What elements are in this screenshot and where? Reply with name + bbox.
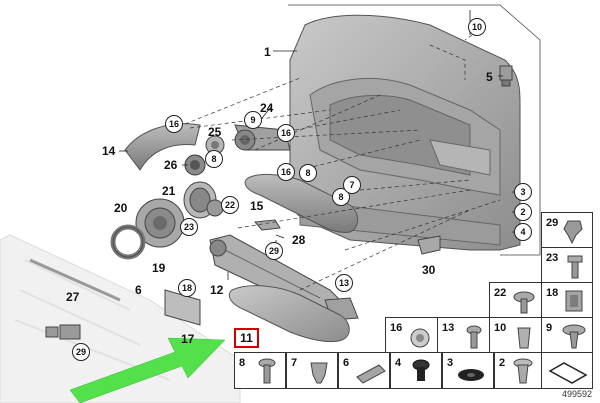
label-part-25: 25 (208, 125, 222, 139)
callout-23: 23 (180, 218, 198, 236)
label-part-17: 17 (181, 332, 195, 346)
part-28-clip (253, 219, 281, 231)
catalog-cell-8[interactable]: 8 (234, 352, 286, 389)
catalog-cell-trim-profile[interactable] (541, 352, 593, 389)
catalog-number: 8 (239, 357, 246, 369)
label-part-14: 14 (102, 144, 116, 158)
diagram-reference-number: 499592 (561, 389, 592, 399)
label-part-12: 12 (210, 283, 224, 297)
callout-7: 7 (343, 176, 361, 194)
label-part-28: 28 (292, 233, 306, 247)
catalog-number: 2 (499, 357, 506, 369)
catalog-cell-6[interactable]: 6 (338, 352, 390, 389)
callout-16-low: 16 (277, 163, 295, 181)
catalog-cell-10[interactable]: 10 (489, 317, 542, 353)
part-12-frame (209, 234, 351, 321)
catalog-number: 6 (343, 357, 350, 369)
catalog-cell-23[interactable]: 23 (541, 247, 593, 283)
catalog-cell-4[interactable]: 4 (390, 352, 442, 389)
catalog-cell-7[interactable]: 7 (286, 352, 338, 389)
catalog-cell-2[interactable]: 2 (494, 352, 542, 389)
catalog-number: 23 (546, 252, 559, 264)
part-6-strip (29, 258, 121, 302)
callout-18: 18 (178, 279, 196, 297)
callout-10: 10 (468, 18, 486, 36)
callout-2: 2 (514, 203, 532, 221)
part-5-fastener (499, 65, 513, 87)
callout-8-left: 8 (205, 150, 223, 168)
catalog-cell-22[interactable]: 22 (489, 282, 542, 318)
catalog-number: 7 (291, 357, 298, 369)
callout-9: 9 (244, 111, 262, 129)
catalog-number: 22 (494, 287, 507, 299)
callout-13: 13 (335, 274, 353, 292)
label-part-11-highlighted: 11 (234, 328, 259, 348)
callout-4: 4 (514, 223, 532, 241)
label-part-27: 27 (66, 290, 80, 304)
catalog-cell-3[interactable]: 3 (442, 352, 494, 389)
label-part-30: 30 (422, 263, 436, 277)
label-part-24: 24 (260, 101, 274, 115)
callout-22: 22 (221, 196, 239, 214)
part-11-armrest (228, 285, 350, 343)
callout-8-mid: 8 (299, 164, 317, 182)
catalog-cell-16[interactable]: 16 (385, 317, 438, 353)
label-part-1: 1 (264, 45, 271, 59)
part-27-clip (45, 324, 81, 340)
door-panel-outline (288, 4, 541, 256)
callout-16-top: 16 (165, 115, 183, 133)
leader-lines (184, 34, 501, 291)
label-part-26: 26 (164, 158, 178, 172)
catalog-number: 9 (546, 322, 553, 334)
part-30-clip (417, 235, 441, 255)
label-part-6: 6 (135, 283, 142, 297)
catalog-number: 16 (390, 322, 403, 334)
catalog-number: 18 (546, 287, 559, 299)
callout-3: 3 (514, 183, 532, 201)
label-part-5: 5 (486, 70, 493, 84)
catalog-number: 13 (442, 322, 455, 334)
label-part-21: 21 (162, 184, 176, 198)
callout-8-right: 8 (332, 188, 350, 206)
label-part-19: 19 (152, 261, 166, 275)
catalog-number: 4 (395, 357, 402, 369)
green-arrow-pointer (69, 337, 226, 403)
catalog-cell-13[interactable]: 13 (437, 317, 490, 353)
label-part-15: 15 (250, 199, 264, 213)
part-19-speaker (135, 198, 185, 248)
catalog-number: 29 (546, 217, 559, 229)
callout-16-mid: 16 (277, 124, 295, 142)
catalog-cell-9[interactable]: 9 (541, 317, 593, 353)
callout-29-bottom: 29 (72, 343, 90, 361)
catalog-number: 3 (447, 357, 454, 369)
part-14-trim (124, 123, 201, 171)
label-part-20: 20 (114, 201, 128, 215)
catalog-cell-29[interactable]: 29 (541, 212, 593, 248)
catalog-number: 10 (494, 322, 507, 334)
callout-29-mid: 29 (265, 242, 283, 260)
catalog-cell-18[interactable]: 18 (541, 282, 593, 318)
